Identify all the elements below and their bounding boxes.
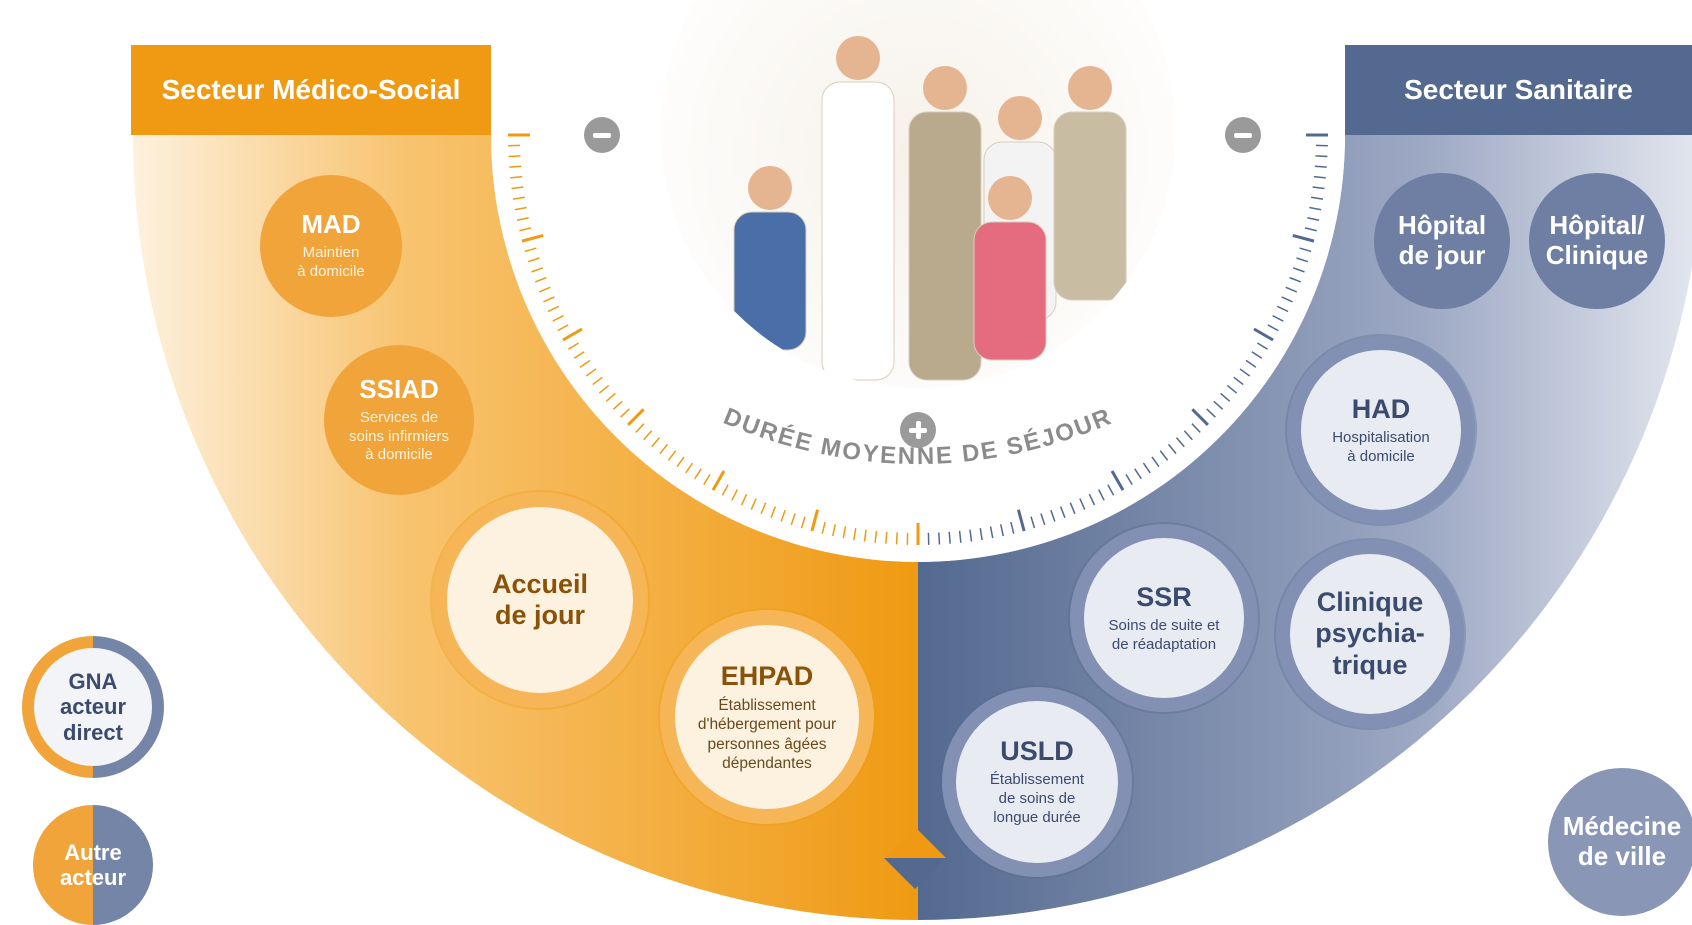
node-had-sub-line: à domicile [1332,448,1430,467]
node-accueil-title-line: de jour [495,600,585,631]
node-ehpad-sub-line: d'hébergement pour [698,715,836,734]
duration-tick [939,532,940,544]
node-mad-title: MAD [301,210,360,240]
node-hopital-jour-title-line: Hôpital [1398,211,1486,241]
duration-tick [509,156,521,157]
node-ehpad-sub-line: dépendantes [698,754,836,773]
node-hopital-clinique[interactable]: Hôpital/ Clinique [1529,173,1665,309]
node-had-inner: HAD Hospitalisation à domicile [1301,350,1461,510]
header-left-label: Secteur Médico-Social [162,74,461,106]
node-had-title: HAD [1352,394,1411,425]
node-ssiad-sub: Services de soins infirmiers à domicile [349,409,449,465]
node-ehpad-sub-line: Établissement [698,696,836,715]
node-medecine-de-ville[interactable]: Médecine de ville [1548,768,1692,916]
header-sanitaire: Secteur Sanitaire [1345,45,1692,135]
plus-icon[interactable] [900,412,936,448]
duration-tick [509,166,521,167]
person-head [836,36,880,80]
node-ehpad-sub: Établissement d'hébergement pour personn… [698,696,836,774]
person-body [822,82,894,380]
node-ssiad-title: SSIAD [359,375,438,405]
legend-gna-line: GNA [69,669,118,694]
node-ehpad[interactable]: EHPAD Établissement d'hébergement pour p… [660,610,874,824]
node-usld-sub-line: Établissement [990,771,1084,790]
node-hopital-clinique-title-line: Clinique [1546,241,1649,271]
legend-gna-acteur-direct: GNA acteur direct [22,636,164,778]
minus-icon[interactable] [1225,117,1261,153]
node-ssiad-sub-line: à domicile [349,446,449,465]
node-mad-sub-line: à domicile [297,263,365,282]
node-usld-sub-line: longue durée [990,809,1084,828]
node-usld-sub-line: de soins de [990,790,1084,809]
header-right-label: Secteur Sanitaire [1404,74,1633,106]
node-ehpad-title: EHPAD [721,661,814,692]
node-usld[interactable]: USLD Établissement de soins de longue du… [942,687,1132,877]
person-body [974,222,1046,360]
person-body [1054,112,1126,300]
node-accueil-inner: Accueil de jour [447,507,633,693]
node-usld-title: USLD [1000,736,1074,767]
node-usld-sub: Établissement de soins de longue durée [990,771,1084,827]
node-accueil-de-jour[interactable]: Accueil de jour [432,492,648,708]
legend-autre-line: Autre [64,840,121,865]
node-usld-inner: USLD Établissement de soins de longue du… [956,701,1118,863]
person-body [909,112,981,380]
legend-gna-inner: GNA acteur direct [34,648,152,766]
node-clinique-psy-title-line: trique [1332,650,1407,681]
duration-tick [1315,166,1327,167]
node-ssiad-sub-line: soins infirmiers [349,428,449,447]
node-hopital-de-jour[interactable]: Hôpital de jour [1374,173,1510,309]
node-ehpad-sub-line: personnes âgées [698,735,836,754]
node-hopital-clinique-title-line: Hôpital/ [1549,211,1644,241]
duration-tick [949,532,950,544]
node-ssr[interactable]: SSR Soins de suite et de réadaptation [1070,524,1258,712]
person-head [998,96,1042,140]
node-accueil-title-line: Accueil [492,569,588,600]
node-ssiad[interactable]: SSIAD Services de soins infirmiers à dom… [324,345,474,495]
node-ssr-sub-line: Soins de suite et [1109,617,1220,636]
node-ssr-title: SSR [1136,582,1192,613]
node-mad-sub-line: Maintien [297,244,365,263]
node-ehpad-inner: EHPAD Établissement d'hébergement pour p… [675,625,859,809]
node-had-sub: Hospitalisation à domicile [1332,429,1430,467]
node-had-sub-line: Hospitalisation [1332,429,1430,448]
duration-tick [886,532,887,544]
node-mad-sub: Maintien à domicile [297,244,365,282]
node-ssr-sub: Soins de suite et de réadaptation [1109,617,1220,655]
legend-gna-line: direct [63,720,123,745]
node-mad[interactable]: MAD Maintien à domicile [260,175,402,317]
node-clinique-psychiatrique[interactable]: Clinique psychia- trique [1276,540,1464,728]
person-head [988,176,1032,220]
person-head [1068,66,1112,110]
node-clinique-psy-title-line: Clinique [1317,587,1424,618]
legend-autre-line: acteur [60,865,126,890]
node-medecine-title-line: Médecine [1563,812,1682,842]
node-ssr-inner: SSR Soins de suite et de réadaptation [1084,538,1244,698]
node-medecine-title-line: de ville [1578,842,1666,872]
header-medico-social: Secteur Médico-Social [131,45,491,135]
node-clinique-psy-inner: Clinique psychia- trique [1290,554,1450,714]
node-hopital-jour-title-line: de jour [1399,241,1486,271]
person-head [748,166,792,210]
duration-tick [1315,156,1327,157]
duration-tick [897,532,898,544]
legend-autre-acteur: Autre acteur [33,805,153,925]
node-had[interactable]: HAD Hospitalisation à domicile [1287,336,1475,524]
node-ssiad-sub-line: Services de [349,409,449,428]
legend-gna-line: acteur [60,694,126,719]
node-ssr-sub-line: de réadaptation [1109,636,1220,655]
node-clinique-psy-title-line: psychia- [1315,618,1425,649]
minus-icon[interactable] [584,117,620,153]
person-head [923,66,967,110]
